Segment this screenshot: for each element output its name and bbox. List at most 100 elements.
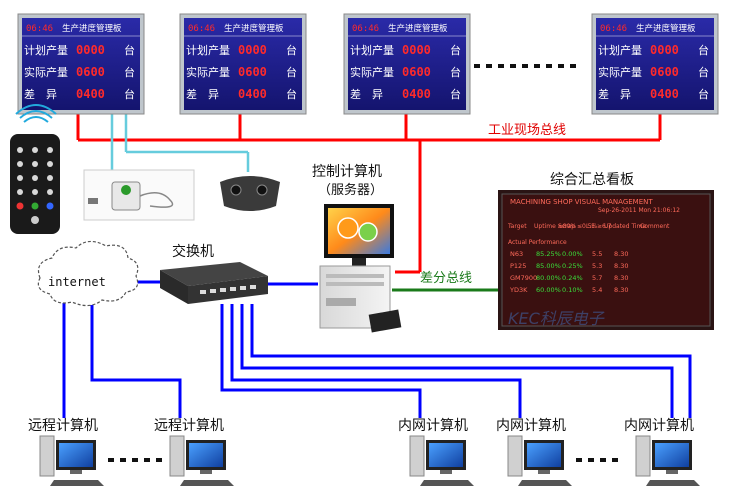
board-row-value: 0600	[402, 65, 431, 79]
summary-row-le: 5.4	[592, 286, 602, 294]
board-row-unit: 台	[698, 87, 709, 101]
board-row-unit: 台	[124, 43, 135, 57]
desktop-computers	[39, 435, 700, 486]
summary-row-scrap: 0.24%	[562, 274, 583, 282]
summary-col-header: Target	[507, 223, 527, 230]
desktop-pc-icon	[39, 435, 104, 486]
internet-cloud-icon: internet	[37, 240, 139, 307]
summary-col-header: Scrap ≤0.5%	[558, 223, 598, 230]
summary-col-header: Comment	[640, 223, 670, 230]
board-row-value: 0000	[650, 43, 679, 57]
board-row-label: 差 异	[598, 87, 631, 101]
board-row-label: 实际产量	[598, 65, 642, 79]
board-row-unit: 台	[450, 87, 461, 101]
board-row-label: 计划产量	[24, 43, 68, 57]
board-row-unit: 台	[698, 43, 709, 57]
lan-pc-label-3: 内网计算机	[624, 418, 694, 434]
summary-row-scrap: 0.25%	[562, 262, 583, 270]
remote-pc-label-2: 远程计算机	[154, 418, 224, 434]
summary-row-name: P125	[510, 262, 526, 270]
board-row-label: 实际产量	[24, 65, 68, 79]
summary-datetime: Sep-26-2011 Mon 21:06:12	[598, 207, 680, 214]
summary-row-uptime: 80.00%	[536, 274, 561, 282]
desktop-pc-icon	[507, 435, 572, 486]
board-row-label: 实际产量	[186, 65, 230, 79]
board-row-value: 0000	[238, 43, 267, 57]
board-title: 生产进度管理板	[636, 23, 696, 34]
board-clock: 06:46	[188, 24, 215, 34]
board-row-unit: 台	[450, 65, 461, 79]
board-title: 生产进度管理板	[388, 23, 448, 34]
remote-pc-label-1: 远程计算机	[28, 418, 98, 434]
summary-row-scrap: 0.00%	[562, 250, 583, 258]
board-row-label: 差 异	[186, 87, 219, 101]
board-row-value: 0400	[238, 87, 267, 101]
board-ellipsis	[474, 64, 576, 68]
lan-pc-label-1: 内网计算机	[398, 418, 468, 434]
summary-col-header: Updated Time	[604, 223, 646, 230]
board-row-unit: 台	[124, 65, 135, 79]
board-row-label: 计划产量	[350, 43, 394, 57]
photo-sensor-icon	[220, 176, 280, 211]
button-sensor-icon	[83, 169, 195, 221]
board-row-label: 实际产量	[350, 65, 394, 79]
summary-row-le: 5.5	[592, 250, 602, 258]
desktop-pc-icon	[169, 435, 234, 486]
summary-row-name: YD3K	[509, 286, 528, 294]
desktop-pc-icon	[635, 435, 700, 486]
board-row-label: 差 异	[350, 87, 383, 101]
board-row-unit: 台	[698, 65, 709, 79]
network-lines	[62, 280, 692, 418]
desktop-pc-icon	[409, 435, 474, 486]
summary-board-label: 综合汇总看板	[550, 172, 634, 188]
board-row-value: 0600	[650, 65, 679, 79]
switch-label: 交换机	[172, 243, 214, 260]
board-row-value: 0400	[76, 87, 105, 101]
board-row-value: 0000	[76, 43, 105, 57]
summary-watermark: KEC科辰电子	[508, 309, 605, 328]
board-row-unit: 台	[450, 43, 461, 57]
board-row-value: 0600	[238, 65, 267, 79]
summary-row-time: 8.30	[614, 250, 628, 258]
control-pc-label: 控制计算机	[312, 164, 382, 180]
summary-row-uptime: 85.00%	[536, 262, 561, 270]
switch-icon	[160, 262, 268, 304]
fieldbus-lines	[76, 112, 662, 274]
board-row-unit: 台	[286, 87, 297, 101]
summary-row-time: 8.30	[614, 262, 628, 270]
summary-col-header: L.E ≥6.7	[586, 223, 612, 230]
summary-col-header: Uptime ≥80%	[534, 223, 576, 230]
board-row-label: 计划产量	[186, 43, 230, 57]
board-row-value: 0000	[402, 43, 431, 57]
board-clock: 06:46	[26, 24, 53, 34]
board-row-unit: 台	[124, 87, 135, 101]
board-row-value: 0600	[76, 65, 105, 79]
board-row-value: 0400	[650, 87, 679, 101]
summary-row-scrap: 0.10%	[562, 286, 583, 294]
fieldbus-label: 工业现场总线	[488, 123, 566, 138]
board-row-unit: 台	[286, 43, 297, 57]
diff-bus-label: 差分总线	[420, 271, 472, 286]
control-pc-icon	[319, 204, 402, 333]
summary-board: MACHINING SHOP VISUAL MANAGEMENT Sep-26-…	[498, 190, 714, 330]
summary-section: Actual Performance	[508, 239, 567, 246]
internet-label: internet	[48, 275, 106, 289]
board-row-label: 差 异	[24, 87, 57, 101]
board-row-label: 计划产量	[598, 43, 642, 57]
board-clock: 06:46	[600, 24, 627, 34]
lan-pc-label-2: 内网计算机	[496, 418, 566, 434]
summary-row-le: 5.3	[592, 262, 602, 270]
pc-ellipsis	[108, 458, 618, 462]
summary-row-time: 8.30	[614, 286, 628, 294]
summary-header: MACHINING SHOP VISUAL MANAGEMENT	[510, 198, 653, 206]
summary-row-name: N63	[510, 250, 523, 258]
board-row-value: 0400	[402, 87, 431, 101]
board-title: 生产进度管理板	[62, 23, 122, 34]
summary-row-uptime: 60.00%	[536, 286, 561, 294]
